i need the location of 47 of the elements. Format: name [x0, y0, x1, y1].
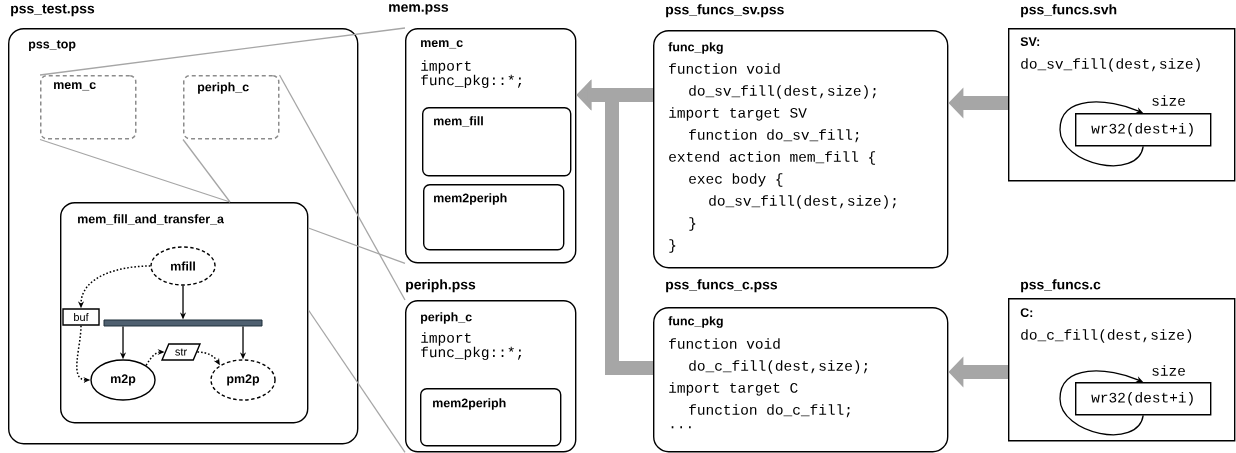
action-oval: m2p: [90, 359, 156, 401]
sync-bar: [103, 319, 263, 327]
buffer-box: buf: [62, 308, 100, 326]
node-label: }: [669, 239, 676, 253]
file-name-heading: pss_funcs_sv.pss: [666, 4, 784, 18]
function-box: wr32(dest+i): [1075, 113, 1212, 147]
node-label: do_c_fill(dest,size);: [689, 360, 868, 374]
edge-label: size: [1150, 364, 1187, 377]
connector-line: [307, 227, 406, 265]
action-box: mem2periph: [420, 388, 562, 447]
action-box: mem_fill: [422, 107, 572, 177]
loop-arrow: [1059, 370, 1144, 436]
action-box: mem2periph: [423, 184, 565, 251]
file-name-heading: pss_test.pss: [11, 4, 95, 17]
file-name-heading: periph.pss: [406, 279, 476, 293]
connector-line: [39, 138, 231, 203]
file-name-heading: pss_funcs_c.pss: [666, 279, 778, 293]
code-panel: func_pkg function void do_sv_fill(dest,size); import target SV function do_sv_fill; extend action mem_fill { exec body { do_sv_fill(dest,size); } }: [653, 30, 949, 269]
file-name-heading: mem.pss: [389, 4, 449, 15]
file-name-heading: pss_funcs.c: [1021, 279, 1101, 293]
connector-line: [278, 74, 406, 301]
node-label: do_sv_fill(dest,size);: [709, 195, 896, 209]
code-panel: func_pkg function void do_c_fill(dest,size); import target C function do_c_fill; ...: [653, 307, 949, 453]
node-label: import target C: [669, 382, 798, 396]
edge-label: size: [1150, 94, 1187, 107]
file-name-heading: pss_funcs.svh: [1021, 4, 1117, 18]
node-label: function void: [669, 338, 780, 349]
node-label: exec body {: [689, 173, 783, 187]
action-oval: mfill: [150, 246, 216, 286]
node-label: }: [689, 217, 696, 231]
node-label: ...: [671, 426, 691, 429]
node-label: import target SV: [669, 107, 807, 121]
function-box: wr32(dest+i): [1075, 382, 1212, 416]
node-label: func_pkg: [668, 316, 723, 328]
component-box: mem_c: [40, 75, 137, 140]
node-label: func_pkg: [668, 42, 723, 54]
loop-arrow: [1059, 101, 1144, 167]
node-label: function do_sv_fill;: [689, 129, 859, 143]
node-label: function void: [669, 63, 780, 74]
node-label: extend action mem_fill {: [669, 151, 876, 165]
connector-line: [182, 138, 231, 203]
connector-line: [307, 309, 406, 453]
node-label: function do_c_fill;: [689, 404, 850, 418]
node-label: do_sv_fill(dest,size);: [689, 85, 876, 99]
connector-line: [39, 27, 406, 76]
action-oval: pm2p: [210, 359, 276, 401]
component-box: periph_c: [183, 75, 280, 140]
